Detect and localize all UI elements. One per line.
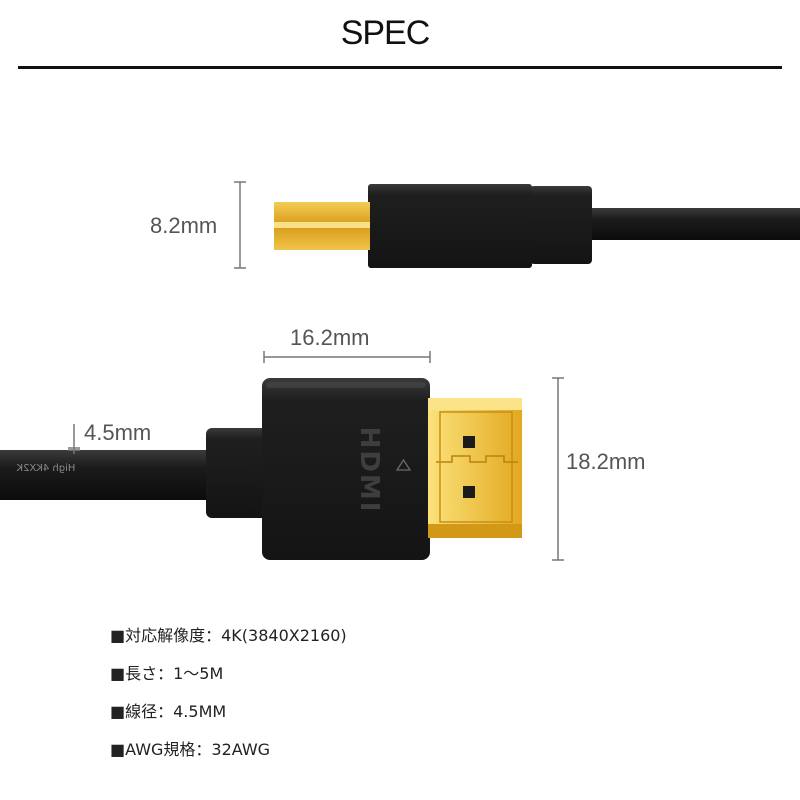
dim-label-16-2mm: 16.2mm [290,325,370,350]
spec-list: ■対応解像度：4K(3840X2160) ■長さ：1〜5M ■線径：4.5MM … [110,623,347,775]
side-housing [368,184,532,268]
dim-label-4-5mm: 4.5mm [84,420,152,445]
dim-label-8-2mm: 8.2mm [150,213,218,238]
dimension-8-2mm [234,181,246,269]
side-strain-relief [530,186,592,264]
hdmi-logo: HDMI [354,427,384,514]
front-cable [0,450,212,500]
side-gold-highlight [274,222,370,228]
side-cable [590,208,800,240]
page-title: SPEC [340,14,431,52]
front-housing [262,378,430,560]
dimension-4-5mm [68,424,80,454]
gold-inner-outline [439,411,513,523]
gold-connector [428,398,522,538]
gold-top-band [428,398,522,410]
cable-print-text: High 4KX2K [16,463,75,474]
spec-item-resolution: ■対応解像度：4K(3840X2160) [110,626,347,645]
housing-edge-highlight [266,382,426,388]
arrow-mark-icon [395,458,412,471]
latch-hole-top [463,436,475,448]
latch-hole-bottom [463,486,475,498]
spec-item-length: ■長さ：1〜5M [110,664,224,683]
title-divider [18,66,782,69]
front-strain-relief [206,428,270,518]
spec-item-awg: ■AWG規格：32AWG [110,740,271,759]
side-view-plug [274,184,800,268]
dimension-18-2mm [552,377,564,561]
spec-item-wire-diameter: ■線径：4.5MM [110,702,227,721]
front-view-plug [0,378,522,560]
gold-seam [436,455,518,463]
dim-label-18-2mm: 18.2mm [566,449,646,474]
dimension-16-2mm [263,351,431,363]
gold-bottom-band [428,524,522,538]
